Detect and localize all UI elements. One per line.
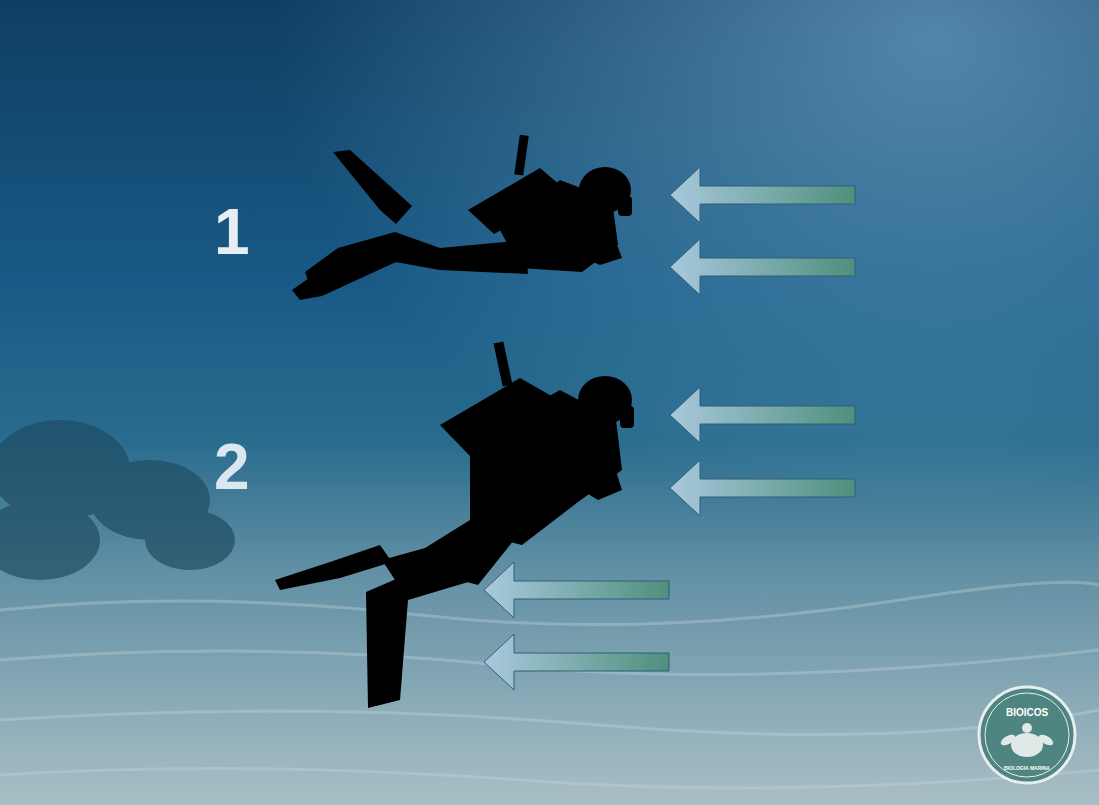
- logo: [979, 687, 1075, 783]
- logo-text: BIOLOGIA MARINA: [1004, 765, 1050, 771]
- callout-number: 2: [214, 435, 250, 499]
- callout-number: 1: [214, 200, 250, 264]
- reef: [0, 420, 235, 580]
- sand-ripples: [0, 582, 1099, 788]
- logo-text: BIOICOS: [1006, 707, 1048, 718]
- flow-arrows: [484, 167, 855, 690]
- diver-horizontal: [292, 135, 632, 300]
